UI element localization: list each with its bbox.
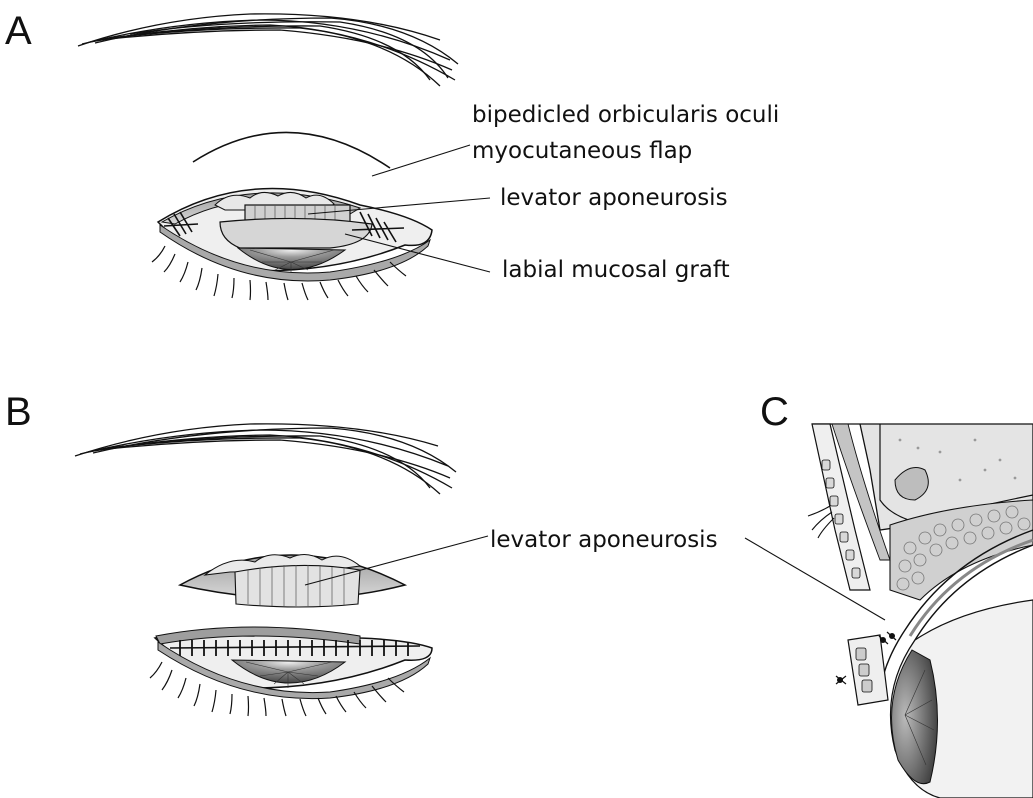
flap-incision-arc <box>193 132 390 168</box>
label-levator-b: levator aponeurosis <box>490 527 718 553</box>
panel-a: A <box>5 9 779 300</box>
panel-b: B <box>5 390 718 716</box>
label-graft: labial mucosal graft <box>502 257 730 283</box>
eyebrow-a <box>78 14 458 86</box>
eye-a <box>152 189 432 300</box>
label-flap-line2: myocutaneous flap <box>472 138 692 164</box>
panel-letter-b: B <box>5 390 32 434</box>
sagittal-section-c <box>808 424 1033 798</box>
panel-letter-a: A <box>5 9 32 53</box>
label-levator-a: levator aponeurosis <box>500 185 728 211</box>
label-flap-line1: bipedicled orbicularis oculi <box>472 102 779 128</box>
eye-b <box>150 627 432 716</box>
panel-c: C <box>745 390 1033 798</box>
upper-lid-flap-b <box>180 554 405 607</box>
panel-letter-c: C <box>760 390 789 434</box>
eyebrow-b <box>75 424 456 494</box>
